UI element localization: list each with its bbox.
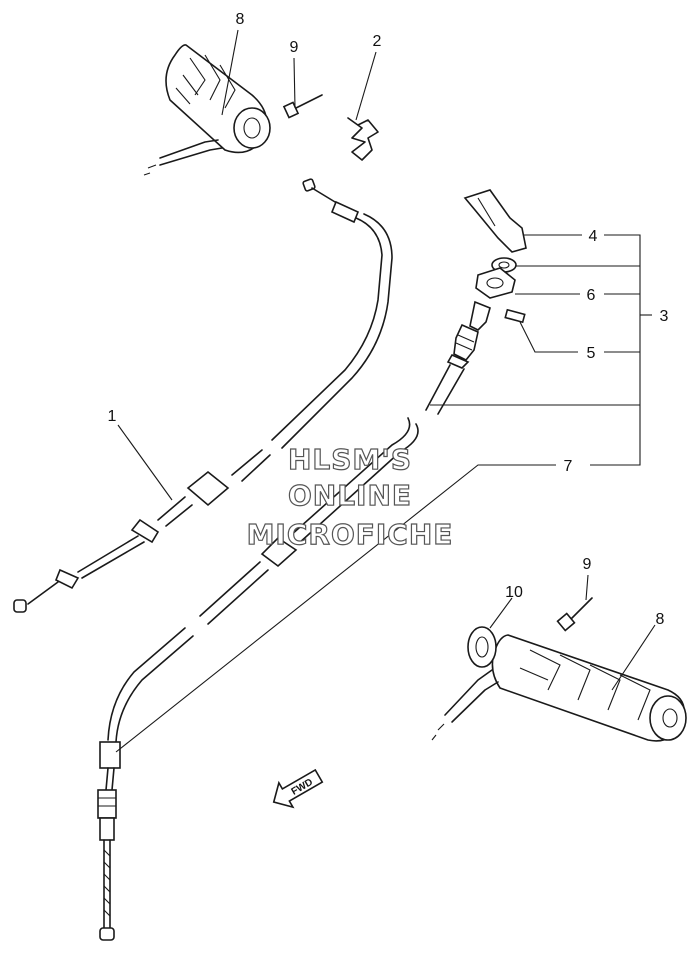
- cable-7: [97, 417, 419, 941]
- screw-bottom: [556, 597, 593, 632]
- grip-top-left: [143, 44, 271, 176]
- leader-lines: [115, 29, 656, 753]
- nut: [475, 267, 516, 299]
- callout-9-bottom: 9: [583, 556, 592, 573]
- cable-end-upper: [425, 300, 491, 415]
- callout-6: 6: [587, 287, 596, 304]
- callout-7: 7: [564, 458, 573, 475]
- callout-1: 1: [108, 408, 117, 425]
- grip-bottom-right: [431, 634, 687, 742]
- clip: [347, 117, 379, 161]
- callout-2: 2: [373, 33, 382, 50]
- fwd-label: FWD: [290, 777, 315, 798]
- lever-arm: [463, 189, 527, 253]
- collar: [467, 626, 497, 668]
- watermark-line-3: MICROFICHE: [247, 518, 454, 551]
- callout-8-bottom: 8: [656, 611, 665, 628]
- callout-5: 5: [587, 345, 596, 362]
- watermark: HLSM'S ONLINE MICROFICHE: [246, 442, 454, 551]
- callout-10: 10: [505, 584, 523, 601]
- watermark-line-2: ONLINE: [288, 479, 412, 512]
- callout-9-top: 9: [290, 39, 299, 56]
- pin: [504, 308, 526, 324]
- callout-4: 4: [589, 228, 598, 245]
- callout-3: 3: [660, 308, 669, 325]
- screw-top: [282, 94, 323, 119]
- fwd-arrow: FWD: [272, 768, 324, 809]
- callout-8-top: 8: [236, 11, 245, 28]
- cable-1: [13, 178, 393, 613]
- watermark-line-1: HLSM'S: [288, 443, 412, 476]
